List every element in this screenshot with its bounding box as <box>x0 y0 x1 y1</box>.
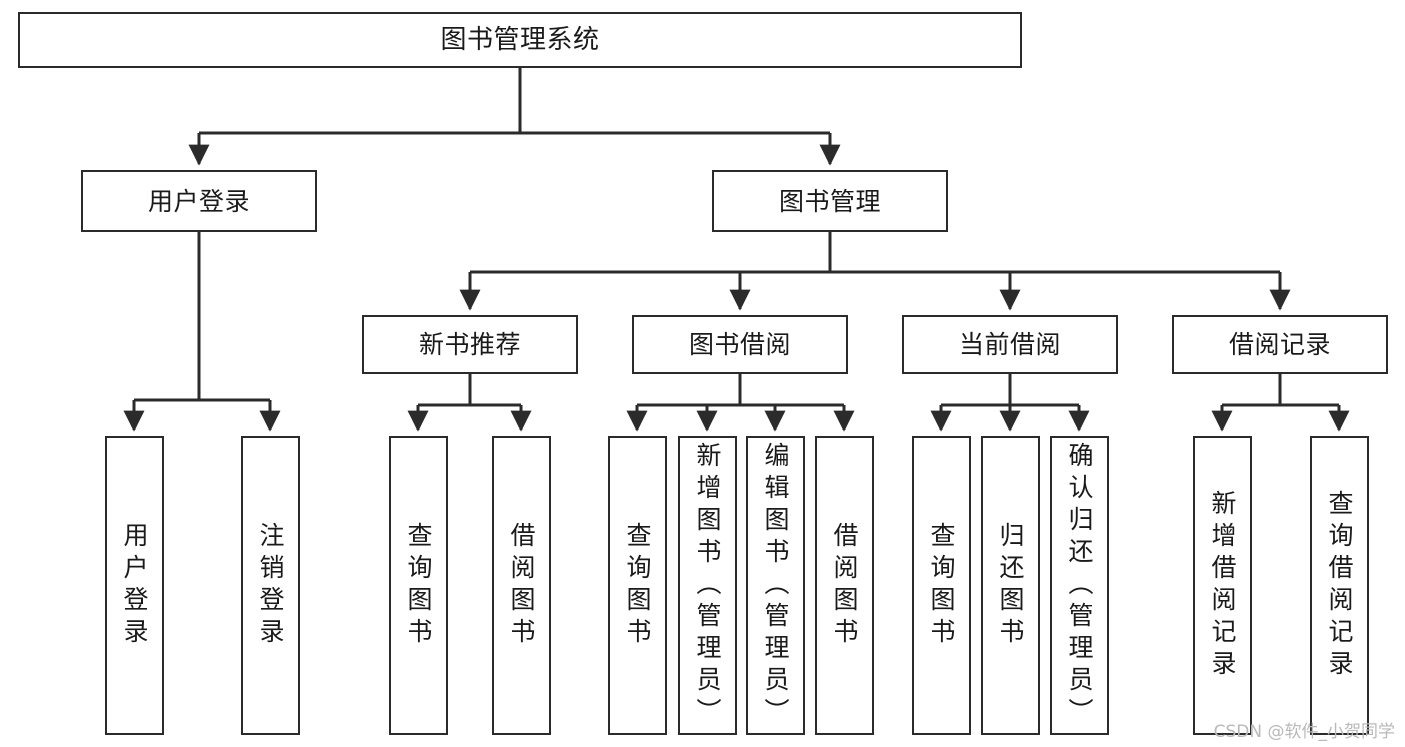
node-leaf-confirm-return[interactable]: 确认归还（管理员） <box>1050 436 1109 735</box>
node-label: 图书管理系统 <box>440 24 600 55</box>
node-label: 查询图书 <box>927 521 956 650</box>
node-label: 借阅图书 <box>830 521 859 650</box>
node-leaf-query-book-1[interactable]: 查询图书 <box>389 436 448 735</box>
node-label: 新书推荐 <box>418 330 521 359</box>
node-leaf-user-logout[interactable]: 注销登录 <box>241 436 300 735</box>
node-leaf-borrow-book-1[interactable]: 借阅图书 <box>492 436 551 735</box>
node-leaf-borrow-book-2[interactable]: 借阅图书 <box>815 436 874 735</box>
node-leaf-user-login[interactable]: 用户登录 <box>105 436 164 735</box>
node-label: 新增借阅记录 <box>1208 489 1237 682</box>
node-label: 编辑图书（管理员） <box>761 441 790 730</box>
node-new-book-recommend[interactable]: 新书推荐 <box>362 315 578 374</box>
node-leaf-query-book-2[interactable]: 查询图书 <box>608 436 667 735</box>
node-label: 查询图书 <box>404 521 433 650</box>
node-label: 归还图书 <box>996 521 1025 650</box>
node-label: 确认归还（管理员） <box>1065 441 1094 730</box>
node-book-management[interactable]: 图书管理 <box>712 170 948 232</box>
node-label: 用户登录 <box>120 521 149 650</box>
node-label: 图书管理 <box>778 186 881 216</box>
node-current-borrow[interactable]: 当前借阅 <box>902 315 1118 374</box>
node-leaf-add-record[interactable]: 新增借阅记录 <box>1193 436 1252 735</box>
node-leaf-add-book[interactable]: 新增图书（管理员） <box>678 436 737 735</box>
node-leaf-query-record[interactable]: 查询借阅记录 <box>1310 436 1369 735</box>
node-label: 图书借阅 <box>688 330 791 359</box>
node-label: 当前借阅 <box>958 330 1061 359</box>
node-leaf-edit-book[interactable]: 编辑图书（管理员） <box>746 436 805 735</box>
node-root-book-management-system[interactable]: 图书管理系统 <box>18 12 1022 68</box>
node-label: 借阅图书 <box>507 521 536 650</box>
node-book-borrow[interactable]: 图书借阅 <box>632 315 848 374</box>
node-leaf-return-book[interactable]: 归还图书 <box>981 436 1040 735</box>
node-label: 注销登录 <box>256 521 285 650</box>
node-leaf-query-book-3[interactable]: 查询图书 <box>912 436 971 735</box>
watermark: CSDN @软件_小贺同学 <box>1213 722 1395 742</box>
node-user-login[interactable]: 用户登录 <box>81 170 317 232</box>
node-label: 借阅记录 <box>1228 330 1331 359</box>
node-label: 用户登录 <box>147 186 250 216</box>
node-label: 查询借阅记录 <box>1325 489 1354 682</box>
node-borrow-record[interactable]: 借阅记录 <box>1172 315 1388 374</box>
node-label: 查询图书 <box>623 521 652 650</box>
node-label: 新增图书（管理员） <box>693 441 722 730</box>
